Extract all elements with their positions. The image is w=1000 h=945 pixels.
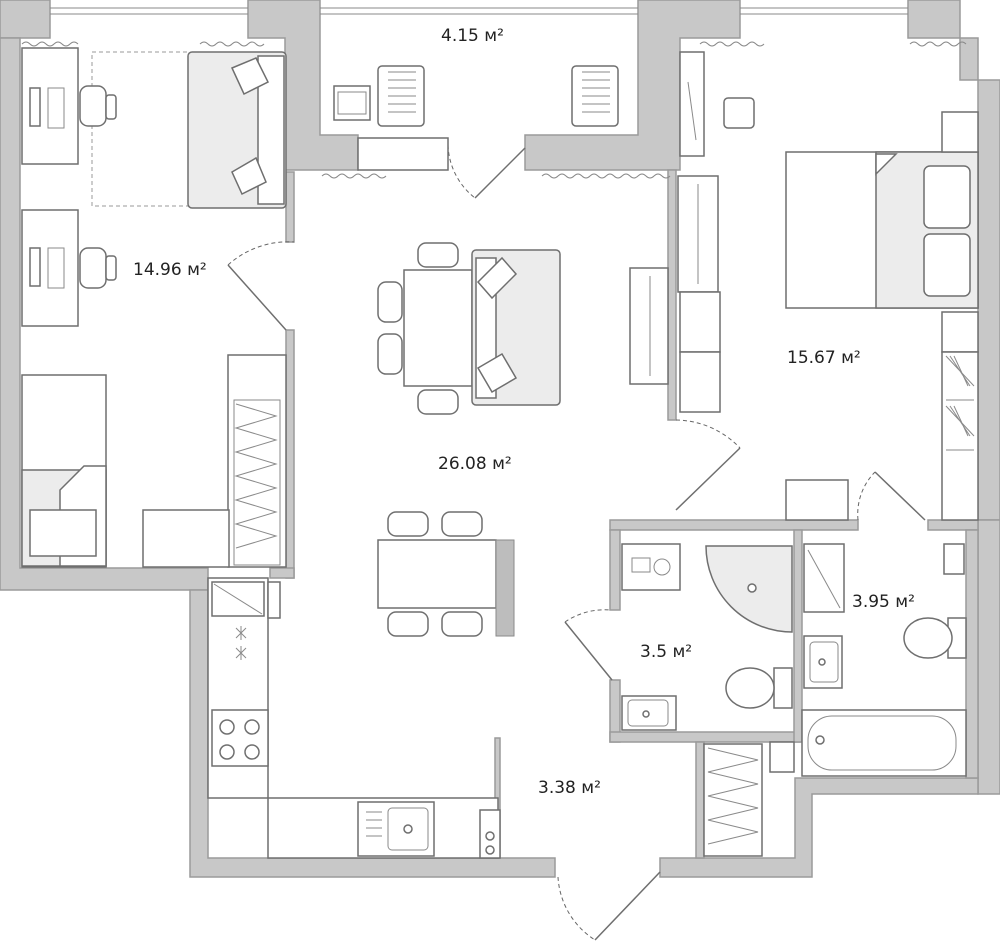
area-label-bathroom-small: 3.5 м² <box>640 642 693 662</box>
area-label-bedroom-right: 15.67 м² <box>787 348 861 368</box>
area-label-hallway: 3.38 м² <box>538 778 601 798</box>
bathtub-icon <box>801 709 967 777</box>
sink-icon <box>803 635 843 689</box>
area-label-bedroom-left: 14.96 м² <box>133 260 207 280</box>
bed-icon <box>785 151 979 309</box>
bathroom-small-furniture <box>621 543 793 731</box>
living-furniture <box>207 242 561 859</box>
area-label-living-kitchen: 26.08 м² <box>438 454 512 474</box>
deck-chair-icon <box>571 65 619 127</box>
area-label-balcony: 4.15 м² <box>441 26 504 46</box>
bedroom-left-furniture <box>21 47 287 568</box>
shower-icon <box>705 545 793 633</box>
sink-icon <box>621 695 677 731</box>
table-icon <box>403 269 473 387</box>
area-label-bathroom-large: 3.95 м² <box>852 592 915 612</box>
chair-icon <box>79 85 107 127</box>
stove-icon <box>211 709 269 767</box>
wardrobe-icon <box>703 743 763 857</box>
table-icon <box>377 539 497 609</box>
deck-chair-icon <box>377 65 425 127</box>
washing-machine-icon <box>621 543 681 591</box>
toilet-icon <box>903 617 967 659</box>
windows <box>21 7 967 179</box>
bedroom-right-furniture <box>629 51 979 521</box>
wardrobe-icon <box>227 354 287 568</box>
chair-icon <box>79 247 107 289</box>
doors <box>227 144 926 941</box>
bathroom-large-furniture <box>703 543 967 857</box>
balcony-furniture <box>333 65 619 171</box>
toilet-icon <box>725 667 793 709</box>
wardrobe-icon <box>941 351 979 521</box>
sink-icon <box>357 801 435 857</box>
walls <box>0 0 1000 878</box>
